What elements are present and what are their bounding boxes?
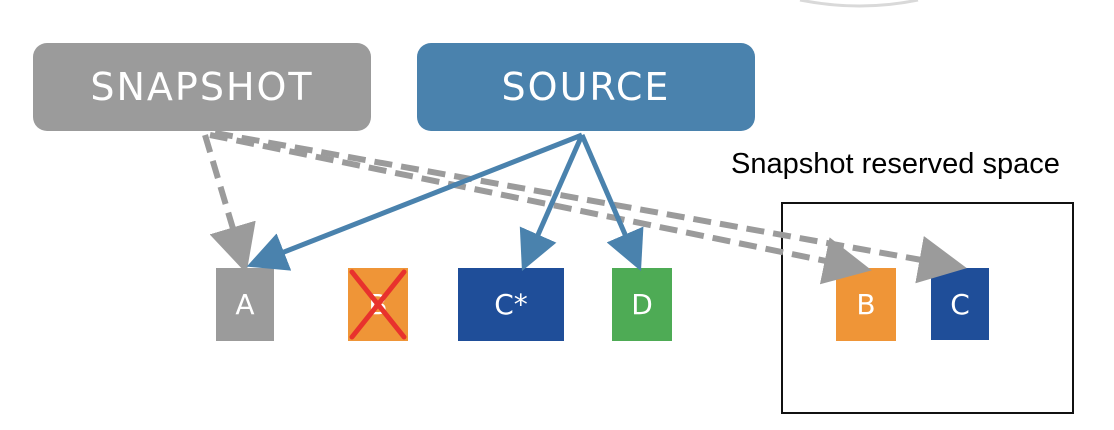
cross-out-icon (349, 269, 407, 340)
block-a-label: A (235, 288, 255, 321)
block-d-label: D (631, 288, 653, 321)
snapshot-to-b-arrow (209, 132, 872, 285)
source-node: SOURCE (417, 43, 755, 131)
snapshot-label: SNAPSHOT (90, 65, 314, 109)
block-b-label: B (856, 288, 876, 321)
source-to-d-arrow (579, 134, 644, 272)
block-d: D (612, 268, 672, 341)
block-c-star: C* (458, 268, 564, 341)
source-to-c-star-arrow (519, 133, 585, 272)
snapshot-to-a-arrow (202, 134, 256, 274)
block-c-star-label: C* (494, 288, 528, 321)
reserved-space-label: Snapshot reserved space (731, 148, 1060, 180)
reserved-space-frame (781, 202, 1074, 414)
source-label: SOURCE (501, 65, 671, 109)
block-a: A (216, 268, 274, 341)
source-to-a-arrow (246, 132, 583, 271)
snapshot-node: SNAPSHOT (33, 43, 371, 131)
block-c-label: C (950, 287, 970, 321)
snapshot-to-c-arrow (214, 130, 967, 284)
